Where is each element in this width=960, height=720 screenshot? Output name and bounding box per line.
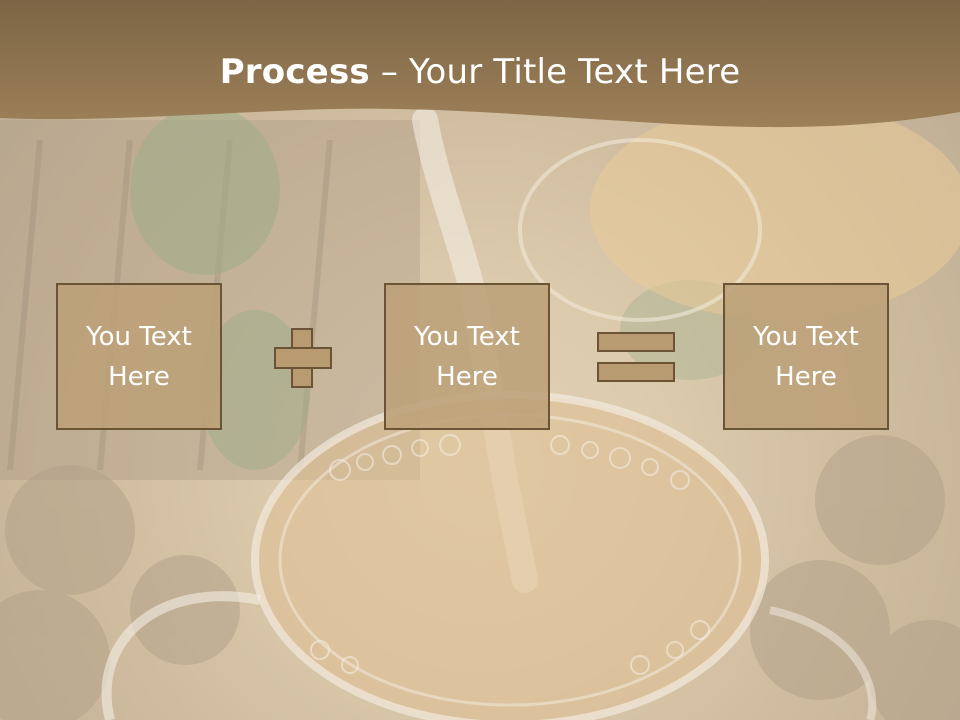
header-banner xyxy=(0,0,960,128)
title-rest: – Your Title Text Here xyxy=(369,52,741,92)
slide-title: Process – Your Title Text Here xyxy=(0,52,960,92)
process-box-1[interactable]: You Text Here xyxy=(56,283,222,430)
title-bold: Process xyxy=(219,52,370,92)
process-box-3[interactable]: You Text Here xyxy=(723,283,889,430)
process-box-2[interactable]: You Text Here xyxy=(384,283,550,430)
